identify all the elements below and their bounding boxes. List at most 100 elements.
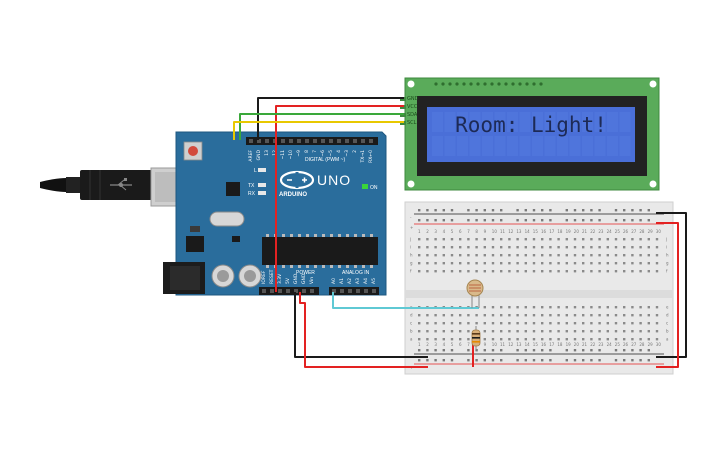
column-number: 13 [516,229,522,234]
column-number: 4 [443,229,446,234]
row-letter: c [666,321,668,326]
column-number: 10 [492,342,498,347]
column-number: 24 [607,342,613,347]
lcd-pin-label: VCC [407,104,418,110]
digital-pin-label: TX→1 [360,150,366,164]
column-number: 24 [607,229,613,234]
chip-legs [266,234,373,268]
digital-pin-label: 7 [312,150,318,153]
arduino-logo-icon [279,170,315,190]
column-number: 25 [615,342,621,347]
analog-header [329,287,379,295]
row-letter: b [666,329,669,334]
row-letter: h [666,253,669,258]
digital-pin-label: 13 [264,150,270,156]
column-number: 26 [623,342,629,347]
photoresistor[interactable] [466,279,484,308]
wire-sda-lcd [239,113,404,140]
column-number: 28 [639,229,645,234]
column-number: 20 [574,342,580,347]
power-pin-label: GND [293,273,299,284]
label-digital: DIGITAL (PWM ~) [305,157,345,163]
column-number: 27 [631,229,637,234]
digital-pin-label: ~11 [280,150,286,160]
column-number: 25 [615,229,621,234]
analog-pin-label: A1 [339,278,345,284]
column-number: 17 [549,229,555,234]
analog-pin-label: A3 [355,278,361,284]
breadboard[interactable]: jjiihhggffeeddccbbaa11223344556677889910… [404,201,674,375]
column-number: 11 [500,342,506,347]
atmega-chip [262,237,378,265]
row-letter: c [410,321,412,326]
wires[interactable] [233,97,687,368]
resistor[interactable] [471,326,481,350]
column-number: 29 [648,229,654,234]
column-number: 27 [631,342,637,347]
column-number: 26 [623,229,629,234]
digital-pin-label: RX←0 [368,150,374,163]
power-pin-label: 5V [285,277,291,284]
column-number: 16 [541,342,547,347]
lcd-header-holes [434,82,543,86]
led-l [258,168,266,172]
lcd-message: Room: Light! [455,113,607,137]
column-number: 21 [582,229,588,234]
label-analog: ANALOG IN [342,270,370,276]
column-number: 1 [418,229,421,234]
column-number: 30 [656,342,662,347]
column-number: 3 [434,342,437,347]
column-number: 22 [590,342,596,347]
column-number: 9 [484,229,487,234]
column-number: 15 [533,342,539,347]
row-letter: g [410,261,413,266]
brand-name: ARDUINO [279,192,307,198]
row-letter: e [666,305,669,310]
column-number: 23 [598,229,604,234]
led-tx [258,183,266,187]
reset-button-cap[interactable] [188,146,198,156]
column-number: 10 [492,229,498,234]
wire-scl-lcd [233,121,404,140]
rail-minus-top: - [410,215,412,220]
row-letter: i [666,245,667,250]
column-number: 29 [648,342,654,347]
wire-a0-sensor [332,292,479,309]
label-rx: RX [248,191,256,197]
column-number: 16 [541,229,547,234]
wire-5v-breadboard [299,292,428,368]
column-number: 1 [418,342,421,347]
row-letter: i [410,245,411,250]
row-letter: b [410,329,413,334]
digital-pin-label: ~6 [320,150,326,157]
analog-pin-label: A0 [331,278,337,284]
usb-chip [226,182,240,196]
row-letter: a [666,337,669,342]
row-letter: a [410,337,413,342]
column-number: 18 [557,229,563,234]
digital-pin-label: GND [256,149,262,160]
column-number: 12 [508,229,514,234]
column-number: 19 [566,229,572,234]
column-number: 17 [549,342,555,347]
column-number: 9 [484,342,487,347]
column-number: 22 [590,229,596,234]
rail-plus-top: + [410,225,413,230]
column-number: 4 [443,342,446,347]
row-letter: h [410,253,413,258]
power-pin-label: 3.3V [277,273,283,284]
power-pin-label: RESET [269,269,275,284]
power-pin-label: IOREF [261,270,267,284]
digital-pin-label: ~5 [328,150,334,157]
column-number: 7 [467,342,470,347]
wire-rail-right-red [656,222,679,368]
row-letter: j [409,237,411,242]
label-on: ON [370,185,378,191]
column-number: 18 [557,342,563,347]
label-power: POWER [296,270,315,276]
column-number: 5 [451,342,454,347]
